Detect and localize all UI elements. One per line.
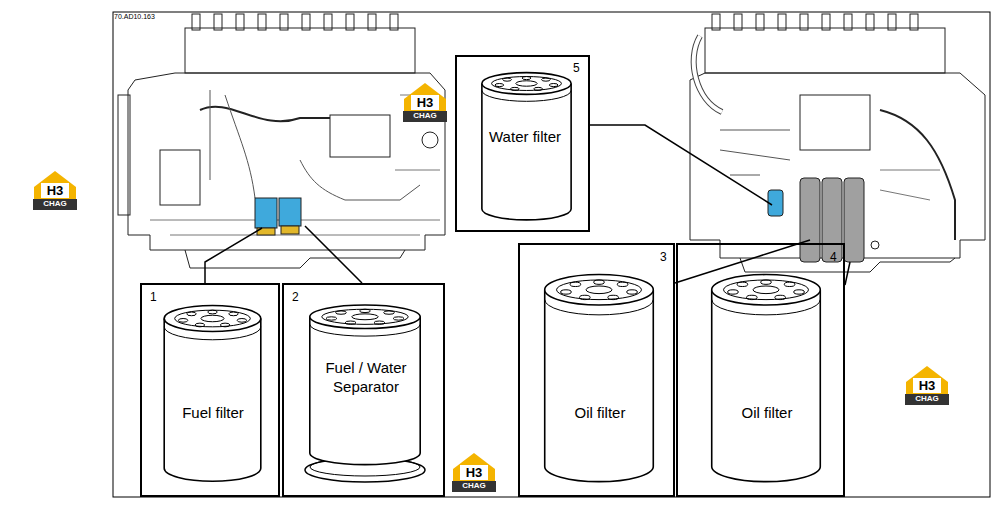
callout-number: 1 [150, 290, 157, 304]
watermark-logos [33, 83, 949, 492]
watermark-text: H3 [411, 95, 439, 110]
filter-panel: 2Fuel / Water Separator [282, 283, 445, 497]
filter-label: Water filter [476, 127, 574, 146]
watermark-text: CHAG [452, 481, 496, 491]
watermark-text: CHAG [403, 111, 447, 121]
filter-panel: 3Oil filter [518, 243, 675, 497]
watermark-text: H3 [460, 465, 488, 480]
callout-number: 2 [292, 290, 299, 304]
left-engine [118, 14, 445, 268]
watermark-text: CHAG [905, 394, 949, 404]
filter-drawings [164, 73, 820, 482]
filter-label: Oil filter [539, 403, 661, 422]
right-engine [690, 14, 985, 272]
filter-label: Fuel filter [157, 403, 269, 422]
filter-label: Fuel / Water Separator [305, 358, 427, 396]
callout-number: 4 [830, 250, 837, 264]
filter-panel: 5Water filter [455, 55, 590, 232]
figure-code: 70.AD10.163 [114, 12, 174, 21]
watermark-text: H3 [913, 378, 941, 393]
filter-panel: 4Oil filter [676, 243, 845, 497]
filter-label: Oil filter [706, 403, 828, 422]
outer-frame [113, 12, 990, 497]
filter-panel: 1Fuel filter [140, 283, 280, 497]
callout-number: 3 [660, 250, 667, 264]
fuel-filters-on-engine [255, 198, 301, 235]
watermark-text: H3 [41, 183, 69, 198]
callout-number: 5 [573, 61, 580, 75]
watermark-text: CHAG [33, 199, 77, 209]
